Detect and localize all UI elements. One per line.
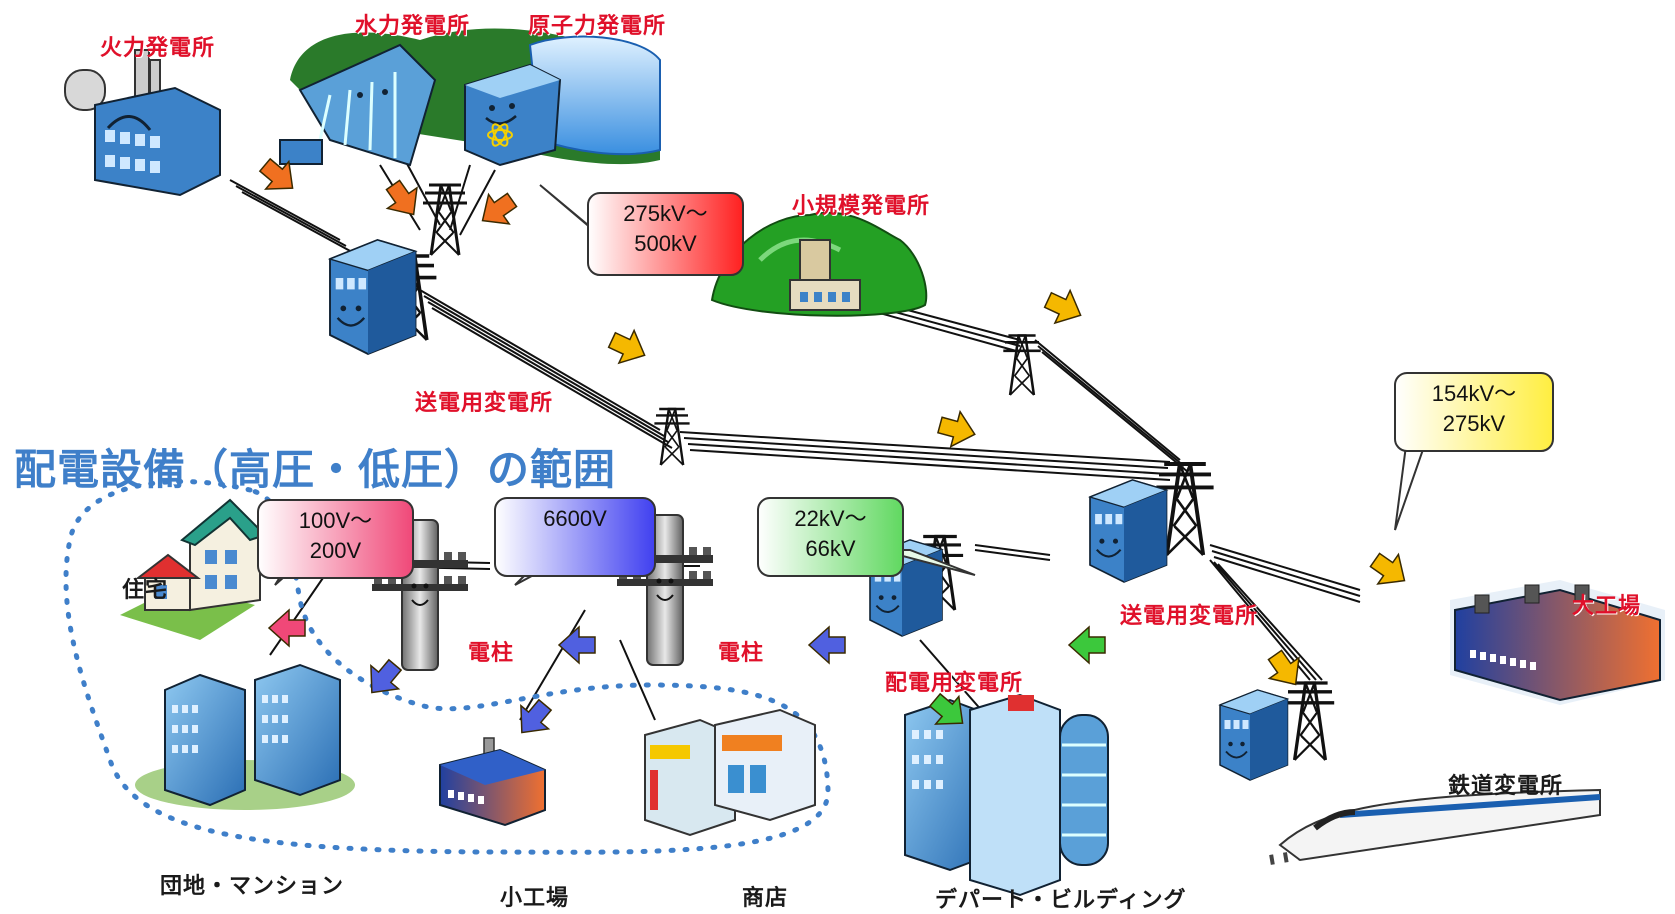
large-factory-illustration (1450, 580, 1665, 705)
house-label: 住宅 (122, 578, 169, 603)
department-store-illustration (904, 693, 1109, 897)
voltage-line-2: 500kV (634, 231, 697, 256)
railway-substation-label: 鉄道変電所 (1448, 774, 1564, 799)
voltage-bubble-154-275kv: 154kV～ 275kV (1395, 373, 1553, 451)
transmission-substation-label: 送電用変電所 (1120, 604, 1259, 629)
pylon-icon (1002, 334, 1042, 397)
shops-illustration (644, 708, 816, 837)
apartments-illustration (135, 663, 355, 810)
voltage-line-1: 154kV～ (1431, 381, 1517, 406)
distribution-scope-title: 配電設備（高圧・低圧）の範囲 (14, 445, 617, 494)
voltage-line-2: 200V (309, 538, 362, 563)
hydro-plant-label: 水力発電所 (355, 14, 471, 39)
voltage-bubble-22-66kv: 22kV～ 66kV (758, 498, 903, 576)
large-factory-label: 大工場 (1572, 594, 1642, 619)
small-scale-plant-label: 小規模発電所 (792, 194, 931, 219)
apartments-label: 団地・マンション (160, 874, 345, 899)
voltage-line-1: 275kV～ (623, 201, 708, 226)
nuclear-plant-label: 原子力発電所 (528, 14, 667, 39)
transmission-substation-icon (1088, 478, 1168, 584)
voltage-line-2: 66kV (805, 536, 856, 561)
distribution-substation-label: 配電用変電所 (885, 671, 1024, 696)
house-illustration (120, 498, 267, 640)
voltage-line-1: 100V～ (298, 508, 373, 533)
voltage-bubble-275-500kv: 275kV～ 500kV (588, 193, 743, 275)
pylon-icon (1284, 681, 1336, 762)
small-factory-label: 小工場 (500, 886, 570, 911)
small-scale-plant-illustration (710, 211, 928, 317)
department-store-label: デパート・ビルディング (935, 888, 1187, 913)
train-illustration (1269, 788, 1601, 865)
hydro-nuclear-illustration (279, 28, 661, 167)
voltage-bubble-6600v: 6600V (495, 498, 655, 576)
thermal-plant-label: 火力発電所 (100, 36, 216, 61)
voltage-line-1: 22kV～ (794, 506, 867, 531)
railway-substation-icon (1219, 689, 1289, 781)
shops-label: 商店 (742, 886, 789, 911)
transmission-substation-label: 送電用変電所 (415, 391, 554, 416)
transmission-substation-icon (328, 238, 417, 356)
voltage-line-2: 275kV (1442, 411, 1506, 436)
distribution-scope-boundary (63, 479, 831, 855)
utility-pole-label: 電柱 (718, 641, 765, 666)
small-factory-illustration (439, 737, 546, 827)
voltage-line-1: 6600V (543, 506, 607, 531)
utility-pole-label: 電柱 (468, 641, 515, 666)
voltage-bubble-100-200v: 100V～ 200V (258, 500, 413, 578)
thermal-plant-illustration (64, 49, 221, 197)
